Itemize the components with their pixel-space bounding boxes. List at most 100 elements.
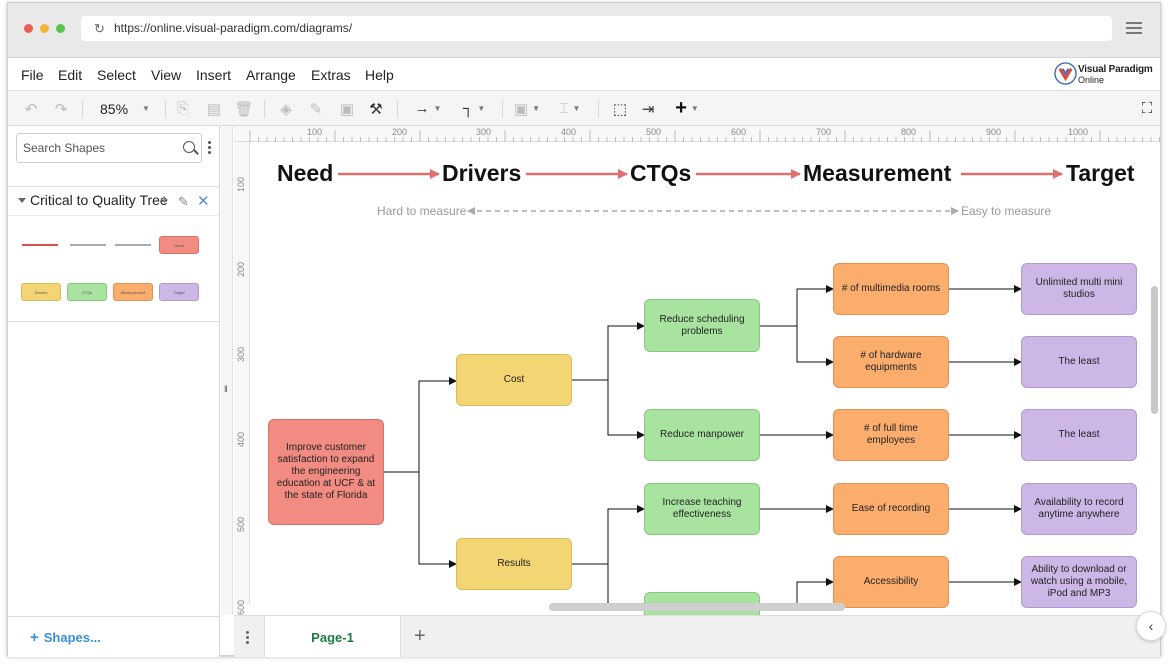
ctq-node-scheduling[interactable]: Reduce scheduling problems: [644, 299, 760, 352]
address-bar[interactable]: ↻ https://online.visual-paradigm.com/dia…: [81, 16, 1112, 41]
close-icon[interactable]: ✕: [197, 193, 210, 210]
address-bar-url: https://online.visual-paradigm.com/diagr…: [114, 21, 353, 35]
waypoint-icon[interactable]: ┐▼: [462, 100, 486, 117]
header-target[interactable]: Target: [1066, 160, 1135, 186]
ruler-top-ticks: [249, 130, 1160, 142]
header-measurement[interactable]: Measurement: [803, 160, 952, 186]
target-node-least-2[interactable]: The least: [1021, 409, 1137, 461]
add-page-icon[interactable]: +: [414, 625, 426, 647]
header-drivers[interactable]: Drivers: [442, 160, 522, 186]
format-painter-icon[interactable]: ⚒: [369, 100, 383, 118]
more-shapes-button[interactable]: +Shapes...: [30, 629, 101, 646]
toolbar-separator: [598, 100, 599, 118]
header-ctqs[interactable]: CTQs: [630, 160, 692, 186]
visual-paradigm-logo[interactable]: Visual Paradigm Online: [1054, 61, 1154, 87]
menu-view[interactable]: View: [151, 67, 182, 83]
palette-header[interactable]: Critical to Quality Tree + ✎ ✕: [8, 186, 219, 216]
hint-hard-to-measure[interactable]: Hard to measure: [377, 204, 467, 218]
align-icon[interactable]: ⌶▼: [559, 100, 581, 117]
fullscreen-icon[interactable]: ⛶: [1141, 100, 1153, 117]
palette-shape-target[interactable]: Target: [159, 283, 199, 301]
palette-shape-drivers[interactable]: Drivers: [21, 283, 61, 301]
ruler-top: 100 200 300 400 500 600 700 800 900 1000: [234, 126, 1160, 142]
target-node-availability[interactable]: Availability to record anytime anywhere: [1021, 483, 1137, 535]
page-menu-icon[interactable]: [246, 631, 249, 646]
panel-menu-icon[interactable]: [208, 141, 211, 156]
splitter-grip-icon[interactable]: ‖: [224, 384, 228, 394]
redo-icon[interactable]: ↷: [54, 100, 68, 118]
palette-shape-need[interactable]: Need: [159, 236, 199, 254]
zoom-dropdown[interactable]: 85%▼: [94, 91, 156, 126]
driver-node-results[interactable]: Results: [456, 538, 572, 590]
ctq-node-teaching[interactable]: Increase teaching effectiveness: [644, 483, 760, 535]
palette-arrow-dashed[interactable]: [115, 244, 151, 246]
measurement-node-accessibility[interactable]: Accessibility: [833, 556, 949, 608]
menu-file[interactable]: File: [21, 67, 44, 83]
edit-icon[interactable]: ✎: [178, 194, 189, 209]
horizontal-scrollbar[interactable]: [549, 603, 845, 611]
need-node[interactable]: Improve customer satisfaction to expand …: [268, 419, 384, 525]
ruler-top-label: 100: [307, 127, 323, 137]
undo-icon[interactable]: ↶: [24, 100, 38, 118]
palette-arrow-gray[interactable]: [70, 244, 106, 246]
toolbar-separator: [82, 100, 83, 118]
vertical-scrollbar[interactable]: [1151, 286, 1158, 414]
measurement-node-employees[interactable]: # of full time employees: [833, 409, 949, 461]
reload-icon[interactable]: ↻: [94, 21, 105, 36]
logo-text-line2: Online: [1078, 75, 1105, 85]
paste-icon[interactable]: ▤: [206, 100, 222, 118]
chevron-down-icon: ▼: [477, 104, 486, 113]
fit-page-icon[interactable]: ⬚: [612, 100, 628, 118]
menu-insert[interactable]: Insert: [196, 67, 232, 83]
palette-shape-ctqs[interactable]: CTQs: [67, 283, 107, 301]
browser-menu-icon[interactable]: [1126, 22, 1142, 37]
hint-easy-to-measure[interactable]: Easy to measure: [961, 204, 1052, 218]
zoom-value: 85%: [100, 100, 129, 117]
more-shapes-bar: +Shapes...: [8, 616, 219, 657]
palette-arrow-red[interactable]: [22, 244, 58, 246]
menu-extras[interactable]: Extras: [311, 67, 351, 83]
menu-edit[interactable]: Edit: [58, 67, 83, 83]
maximize-window-dot[interactable]: [56, 24, 65, 33]
collapse-triangle-icon[interactable]: [18, 198, 26, 203]
close-window-dot[interactable]: [24, 24, 33, 33]
collapse-panel-button[interactable]: ‹: [1136, 611, 1166, 641]
insert-icon[interactable]: ⇥: [641, 100, 655, 118]
chevron-down-icon: ▼: [433, 104, 442, 113]
palette-shape-measurement[interactable]: Measurement: [113, 283, 153, 301]
target-node-studios[interactable]: Unlimited multi mini studios: [1021, 263, 1137, 315]
toolbar: ↶ ↷ 85%▼ ⎘ ▤ 🗑 ◈ ✎ ▣ ⚒ →▼ ┐▼ ▣▼ ⌶▼ ⬚ ⇥ +…: [8, 90, 1160, 126]
ruler-top-label: 700: [816, 127, 832, 137]
to-front-icon[interactable]: ▣▼: [513, 100, 541, 118]
fill-color-icon[interactable]: ◈: [280, 100, 292, 118]
measurement-node-hardware[interactable]: # of hardware equipments: [833, 336, 949, 388]
menu-arrange[interactable]: Arrange: [246, 67, 296, 83]
target-node-least-1[interactable]: The least: [1021, 336, 1137, 388]
target-node-download[interactable]: Ability to download or watch using a mob…: [1021, 556, 1137, 608]
ruler-left: 100 200 300 400 500 600: [234, 142, 250, 615]
tree-connectors[interactable]: [384, 285, 1022, 604]
measurement-node-multimedia[interactable]: # of multimedia rooms: [833, 263, 949, 315]
header-need[interactable]: Need: [277, 160, 334, 186]
driver-node-cost[interactable]: Cost: [456, 354, 572, 406]
connector-style-icon[interactable]: →▼: [414, 100, 442, 117]
ruler-top-label: 400: [561, 127, 577, 137]
search-icon[interactable]: [183, 141, 195, 153]
delete-icon[interactable]: 🗑: [234, 100, 254, 118]
search-input[interactable]: Search Shapes: [16, 133, 202, 163]
menu-help[interactable]: Help: [365, 67, 394, 83]
page-tab[interactable]: Page-1: [264, 616, 401, 657]
add-shape-icon[interactable]: +: [160, 192, 169, 209]
copy-icon[interactable]: ⎘: [176, 100, 189, 117]
ctq-node-manpower[interactable]: Reduce manpower: [644, 409, 760, 461]
minimize-window-dot[interactable]: [40, 24, 49, 33]
ruler-top-label: 800: [901, 127, 917, 137]
menu-select[interactable]: Select: [97, 67, 136, 83]
measurement-node-recording[interactable]: Ease of recording: [833, 483, 949, 535]
panel-splitter[interactable]: ‖: [221, 126, 233, 615]
line-color-icon[interactable]: ✎: [309, 100, 323, 118]
diagram-canvas[interactable]: 100 200 300 400 500 600 700 800 900 1000…: [234, 126, 1160, 644]
shadow-icon[interactable]: ▣: [339, 100, 355, 118]
page-bar: Page-1 +: [234, 615, 1160, 657]
add-icon[interactable]: +▼: [675, 97, 699, 119]
